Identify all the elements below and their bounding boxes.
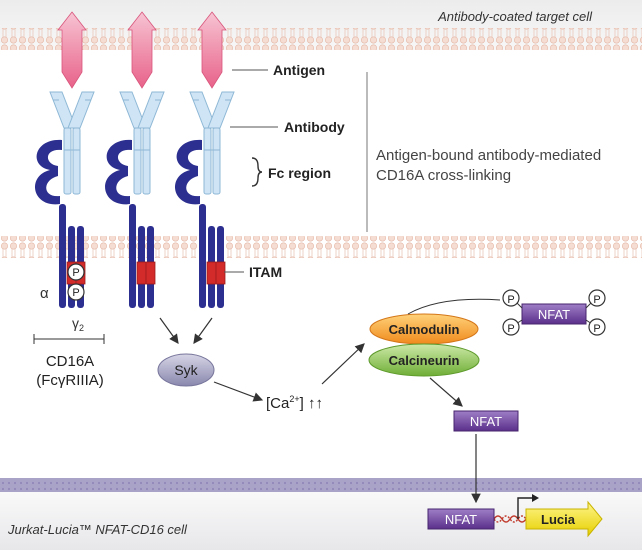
crosslink-label-line1: Antigen-bound antibody-mediated bbox=[376, 147, 601, 164]
antibody-shape bbox=[119, 91, 165, 195]
antigen-shape bbox=[127, 11, 157, 89]
cd16a-alpha-extracellular bbox=[105, 139, 132, 205]
effector-cell-membrane bbox=[0, 236, 642, 258]
phospho-circle bbox=[502, 289, 520, 307]
arrow-calcium-to-calmodulin bbox=[321, 343, 365, 385]
cd16a-alpha-chain bbox=[129, 204, 136, 308]
arrow-to-syk-2 bbox=[193, 317, 213, 344]
phospho-circle bbox=[67, 263, 85, 281]
transcription-start-arrow bbox=[517, 497, 534, 519]
receptor-complex-3 bbox=[175, 11, 235, 308]
lucia-reporter-gene bbox=[525, 500, 603, 538]
phospho-circle bbox=[67, 283, 85, 301]
crosslink-label-line2: CD16A cross-linking bbox=[376, 167, 511, 184]
active-nfat-box bbox=[453, 410, 519, 432]
svg-text:P: P bbox=[72, 267, 79, 279]
alpha-chain-label: α bbox=[40, 285, 49, 302]
svg-text:P: P bbox=[593, 323, 600, 335]
calcineurin-node bbox=[368, 343, 480, 377]
cd16a-label: CD16A bbox=[46, 353, 94, 370]
nuclear-nfat-label: NFAT bbox=[445, 512, 477, 527]
antibody-shape bbox=[189, 91, 235, 195]
dna-strand bbox=[493, 515, 527, 523]
target-cell-membrane bbox=[0, 28, 642, 50]
lucia-label: Lucia bbox=[541, 512, 576, 527]
phospho-nfat-label: NFAT bbox=[538, 307, 570, 322]
itam-motif bbox=[145, 261, 156, 285]
nuclear-membrane bbox=[0, 478, 642, 492]
target-cell-label: Antibody-coated target cell bbox=[437, 9, 593, 24]
antibody-shape bbox=[49, 91, 95, 195]
calmodulin-to-pnfat-line bbox=[407, 298, 501, 315]
active-nfat-label: NFAT bbox=[470, 414, 502, 429]
arrow-calcineurin-to-nfat bbox=[429, 377, 463, 407]
phospho-nfat-box bbox=[521, 303, 587, 325]
fc-region-bracket bbox=[251, 157, 263, 187]
syk-node bbox=[157, 353, 215, 387]
antigen-shape bbox=[197, 11, 227, 89]
calcineurin-label: Calcineurin bbox=[389, 353, 460, 368]
svg-text:P: P bbox=[72, 287, 79, 299]
syk-label: Syk bbox=[174, 362, 198, 378]
fc-region-label: Fc region bbox=[268, 165, 331, 181]
arrow-syk-to-calcium bbox=[213, 381, 264, 402]
receptor-complexes: PP bbox=[35, 11, 235, 308]
antigen-shape bbox=[57, 11, 87, 89]
fcgriiia-label: (FcγRIIIA) bbox=[36, 372, 104, 389]
receptor-complex-2 bbox=[105, 11, 165, 308]
svg-text:P: P bbox=[593, 294, 600, 306]
itam-label: ITAM bbox=[249, 264, 282, 280]
phospho-circle bbox=[588, 318, 606, 336]
arrow-to-syk-1 bbox=[159, 317, 179, 344]
itam-motif bbox=[136, 261, 147, 285]
effector-cell-label: Jurkat-Lucia™ NFAT-CD16 cell bbox=[7, 522, 188, 537]
antibody-label: Antibody bbox=[284, 119, 345, 135]
cd16a-alpha-chain bbox=[59, 204, 66, 308]
svg-text:P: P bbox=[507, 294, 514, 306]
cd16a-alpha-extracellular bbox=[175, 139, 202, 205]
nuclear-nfat-box bbox=[427, 508, 495, 530]
gamma-chain-label: γ2 bbox=[72, 315, 84, 333]
receptor-complex-1: PP bbox=[35, 11, 95, 308]
phospho-circle bbox=[588, 289, 606, 307]
antigen-label: Antigen bbox=[273, 62, 325, 78]
itam-motif bbox=[215, 261, 226, 285]
cd16a-alpha-extracellular bbox=[35, 139, 62, 205]
calcium-label: [Ca2+] ↑↑ bbox=[266, 394, 323, 412]
calmodulin-label: Calmodulin bbox=[389, 322, 460, 337]
nfat-phospho-groups: P P P P bbox=[502, 289, 606, 336]
phospho-circle bbox=[502, 318, 520, 336]
svg-text:P: P bbox=[507, 323, 514, 335]
cd16a-alpha-chain bbox=[199, 204, 206, 308]
itam-motif bbox=[206, 261, 217, 285]
